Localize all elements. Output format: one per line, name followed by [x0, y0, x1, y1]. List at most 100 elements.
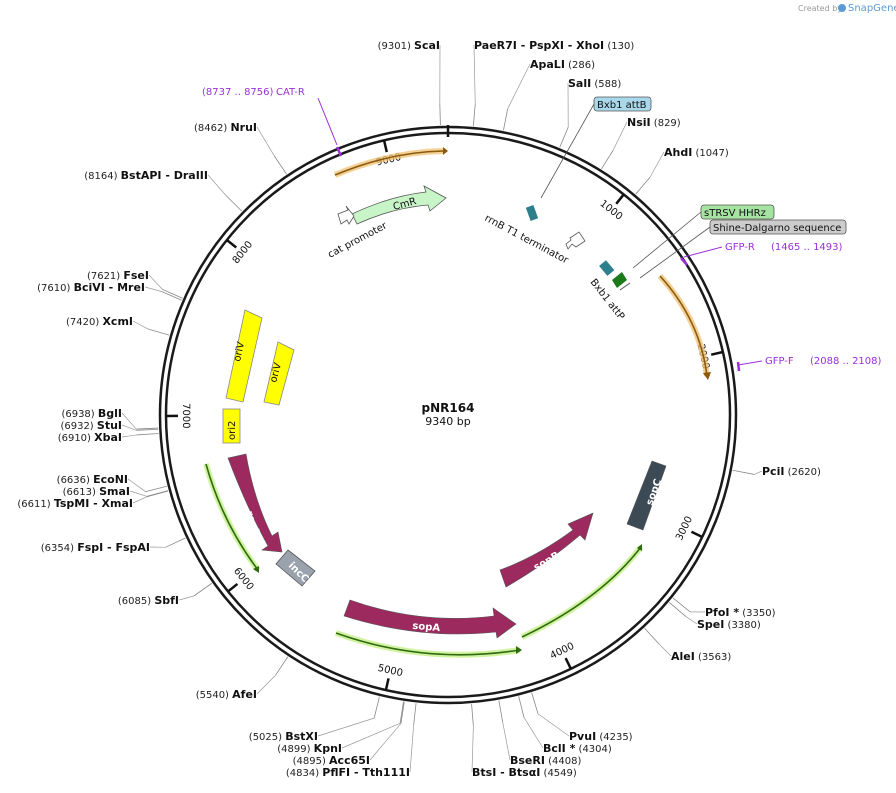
site-leader: [341, 722, 401, 749]
site-position: (1047): [692, 148, 729, 159]
restriction-site[interactable]: PvuI (4235): [531, 692, 633, 743]
strsv-hhrz-feature[interactable]: [612, 272, 627, 288]
restriction-site[interactable]: PciI (2620): [732, 465, 821, 478]
primers[interactable]: (8737 .. 8756) CAT-R GFP-R (1465 .. 1493…: [202, 87, 882, 372]
restriction-site[interactable]: AhdI (1047): [635, 146, 729, 195]
tick-mark: [226, 239, 238, 249]
rrnb-terminator-feature[interactable]: [565, 231, 586, 250]
restriction-site[interactable]: (9301) ScaI: [378, 39, 441, 126]
bxb1-attb-box[interactable]: [593, 96, 652, 112]
site-tick: [165, 537, 186, 548]
restriction-site[interactable]: ApaLI (286): [503, 58, 595, 131]
restriction-site[interactable]: (6932) StuI: [60, 419, 159, 432]
site-name: BstXI: [285, 730, 318, 743]
restriction-site[interactable]: BseRI (4408): [498, 700, 582, 767]
restriction-site[interactable]: (4899) KpnI: [277, 701, 404, 755]
site-position: (7610): [37, 283, 73, 294]
incc-feature[interactable]: [275, 549, 316, 587]
site-position: (9301): [378, 41, 414, 52]
restriction-site[interactable]: AleI (3563): [644, 627, 732, 663]
oriv-feature-1[interactable]: [225, 309, 263, 403]
site-label: BtsI - BtsαI (4549): [472, 766, 577, 779]
site-name: SmaI: [99, 485, 130, 498]
restriction-site[interactable]: (6938) BglI: [61, 407, 159, 430]
restriction-site[interactable]: (7420) XcmI: [66, 315, 170, 336]
restriction-site[interactable]: (6085) SbfI: [118, 582, 213, 607]
site-leader: [121, 412, 137, 430]
sopc-feature[interactable]: [626, 460, 667, 531]
site-tick: [225, 195, 243, 212]
bxb1-attp-feature[interactable]: [599, 260, 615, 276]
site-position: (6636): [57, 475, 93, 486]
site-name: BclI *: [543, 742, 576, 755]
site-tick: [518, 696, 525, 718]
restriction-site[interactable]: (6910) XbaI: [58, 431, 159, 444]
shine-dalgarno-feature[interactable]: [619, 282, 631, 291]
sopa-feature[interactable]: [343, 599, 517, 639]
tick-mark: [690, 530, 703, 539]
site-label: SalI (588): [568, 77, 621, 90]
bxb1-attb-feature[interactable]: [525, 205, 539, 221]
site-label: (4895) Acc65I: [293, 754, 370, 767]
restriction-site[interactable]: BclI * (4304): [518, 696, 612, 755]
restriction-site[interactable]: SpeI (3380): [668, 602, 761, 631]
site-name: PflFI - Tth111I: [322, 766, 410, 779]
site-name: EcoNI: [93, 473, 128, 486]
restriction-site[interactable]: SalI (588): [559, 77, 622, 148]
site-tick: [413, 703, 417, 726]
site-position: (5540): [196, 690, 232, 701]
restriction-site[interactable]: (8164) BstAPI - DraIII: [84, 169, 243, 212]
site-tick: [147, 328, 170, 336]
sopb-feature[interactable]: [499, 512, 594, 588]
tick-label: 3000: [674, 515, 695, 543]
site-leader: [612, 121, 628, 151]
site-position: (6938): [61, 409, 97, 420]
repe-feature[interactable]: [227, 453, 283, 553]
site-position: (5025): [249, 732, 285, 743]
restriction-site[interactable]: (4895) Acc65I: [293, 701, 405, 767]
site-position: (3380): [724, 620, 761, 631]
ori2-feature[interactable]: [222, 408, 241, 444]
gfp-r-name: GFP-R: [725, 242, 755, 253]
site-tick: [275, 656, 289, 676]
site-name: NsiI: [627, 116, 651, 129]
strsv-hhrz-box[interactable]: [700, 204, 775, 220]
restriction-site[interactable]: (5025) BstXI: [249, 696, 380, 743]
site-tick: [635, 176, 651, 195]
site-position: (2620): [784, 467, 821, 478]
site-name: FspI - FspAI: [77, 541, 150, 554]
site-name: SbfI: [154, 594, 179, 607]
site-label: BseRI (4408): [510, 754, 581, 767]
restriction-site[interactable]: (8462) NruI: [194, 121, 287, 175]
site-label: (6938) BglI: [61, 407, 122, 420]
site-name: AhdI: [664, 146, 692, 159]
restriction-site[interactable]: (4834) PflFI - Tth111I: [286, 703, 417, 779]
oriv-feature-2[interactable]: [263, 341, 295, 406]
cmr-feature[interactable]: [351, 185, 447, 225]
site-leader: [649, 151, 665, 178]
site-tick: [471, 704, 474, 726]
cat-r-name: CAT-R: [276, 87, 305, 98]
restriction-site[interactable]: PfoI * (3350): [672, 597, 776, 619]
restriction-site[interactable]: (5540) AfeI: [196, 656, 289, 701]
strsv-leader: [632, 211, 702, 269]
gfp-f-range: (2088 .. 2108): [810, 356, 882, 367]
site-leader: [256, 126, 275, 157]
site-label: (8164) BstAPI - DraIII: [84, 169, 208, 182]
restriction-sites: (9301) ScaI PaeR7I - PspXI - XhoI (130)Ap…: [17, 39, 821, 779]
restriction-site[interactable]: (7621) FseI: [87, 269, 183, 299]
restriction-site[interactable]: (6613) SmaI: [63, 485, 169, 498]
restriction-site[interactable]: PaeR7I - PspXI - XhoI (130): [472, 39, 634, 127]
shine-dalgarno-box[interactable]: [709, 219, 847, 235]
site-tick: [400, 701, 405, 724]
restriction-site[interactable]: (7610) BciVI - MreI: [37, 281, 182, 301]
site-tick: [644, 627, 660, 645]
cat-promoter-feature[interactable]: [337, 205, 355, 225]
restriction-site[interactable]: BtsI - BtsαI (4549): [471, 704, 577, 779]
site-tick: [146, 490, 169, 497]
restriction-site[interactable]: (6636) EcoNI: [57, 473, 167, 493]
restriction-site[interactable]: (6354) FspI - FspAI: [41, 537, 186, 554]
site-position: (4549): [540, 768, 577, 779]
site-label: PciI (2620): [762, 465, 821, 478]
restriction-site[interactable]: NsiI (829): [601, 116, 681, 170]
